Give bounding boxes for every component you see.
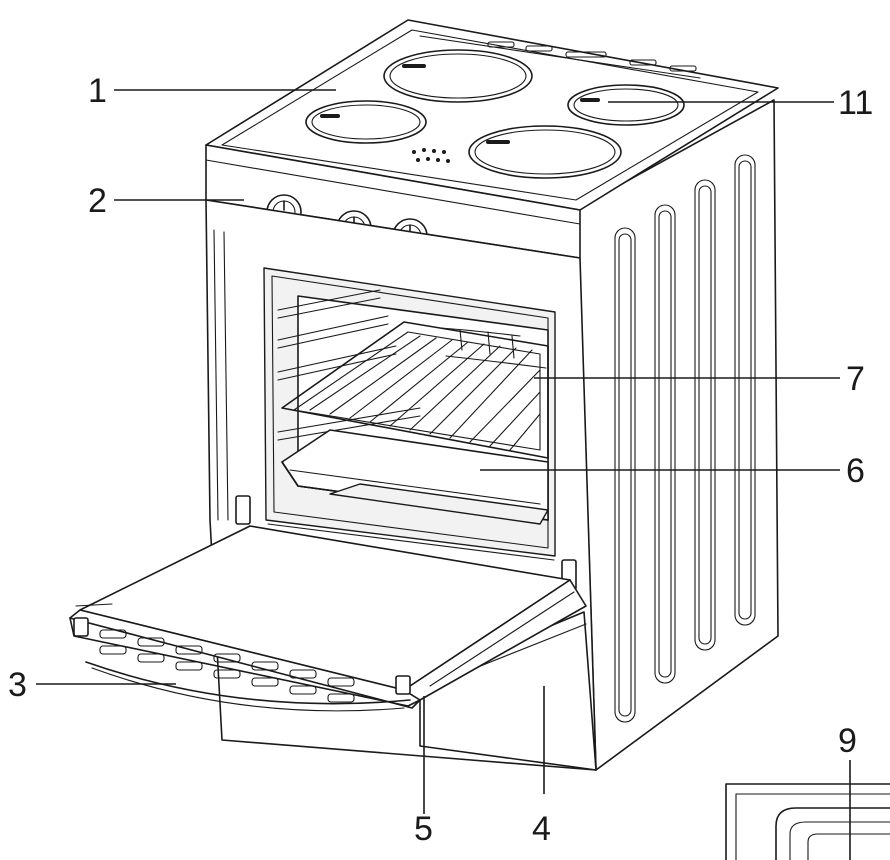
door-handle — [73, 617, 411, 712]
callout-1: 1 — [88, 72, 107, 110]
callout-9: 9 — [838, 722, 857, 760]
hob-burner-icon — [567, 84, 685, 126]
indicator-lights — [412, 148, 450, 163]
oven-door-icon — [69, 525, 587, 712]
oven-rack-icon — [281, 321, 549, 459]
side-panel — [577, 99, 779, 771]
hob-burner-icon — [383, 49, 533, 103]
callout-7: 7 — [846, 360, 865, 398]
leader-lines — [36, 89, 851, 860]
hob-burner-icon — [305, 100, 427, 144]
detail-inset — [725, 783, 890, 860]
callout-6: 6 — [846, 452, 865, 490]
callout-2: 2 — [88, 182, 107, 220]
baking-tray-icon — [281, 429, 549, 525]
hob-burner-icon — [468, 125, 622, 179]
hob-top — [205, 19, 779, 211]
callout-11: 11 — [838, 84, 873, 122]
callout-4: 4 — [532, 810, 551, 848]
callout-3: 3 — [8, 666, 27, 704]
callout-labels: 1 2 3 4 5 6 7 9 11 — [8, 72, 873, 848]
side-ribs — [614, 154, 756, 723]
callout-5: 5 — [414, 810, 433, 848]
door-vents — [99, 629, 355, 703]
